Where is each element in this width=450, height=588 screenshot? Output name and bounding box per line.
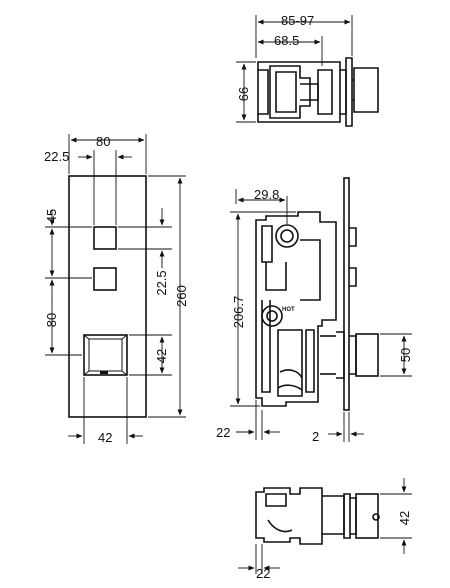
dim-side-handle: 50 [398, 348, 413, 362]
dim-bottom-handle: 42 [397, 511, 412, 525]
faceplate [68, 175, 147, 418]
dim-front-height: 260 [174, 285, 189, 307]
top-view: 85-97 68.5 66 [236, 13, 379, 127]
dim-side-plate: 2 [312, 429, 319, 444]
dim-front-button-gap: 45 [44, 209, 59, 223]
dim-top-overall-depth: 85-97 [281, 13, 314, 28]
dim-front-offset: 22.5 [44, 149, 69, 164]
bottom-view: 42 22 [238, 478, 412, 581]
dim-side-height: 206.7 [231, 296, 246, 329]
hot-label: HOT [282, 307, 295, 313]
side-view: HOT 29.8 206.7 22 2 [216, 177, 413, 444]
dim-side-inlet: 29.8 [254, 187, 279, 202]
dim-top-body-depth: 68.5 [274, 33, 299, 48]
dim-side-rear: 22 [216, 425, 230, 440]
button-upper [93, 226, 117, 250]
dim-top-height: 66 [236, 87, 251, 101]
front-view: 80 22.5 45 80 22.5 42 260 42 [44, 134, 189, 445]
control-knob [83, 334, 128, 376]
button-lower [93, 267, 117, 291]
dim-front-width: 80 [96, 134, 110, 149]
dim-front-bottom-width: 42 [98, 430, 112, 445]
dim-front-spacing-low: 80 [44, 313, 59, 327]
dim-front-square: 42 [154, 349, 169, 363]
dim-front-spacing-mid: 22.5 [154, 270, 169, 295]
dim-bottom-depth: 22 [256, 566, 270, 581]
